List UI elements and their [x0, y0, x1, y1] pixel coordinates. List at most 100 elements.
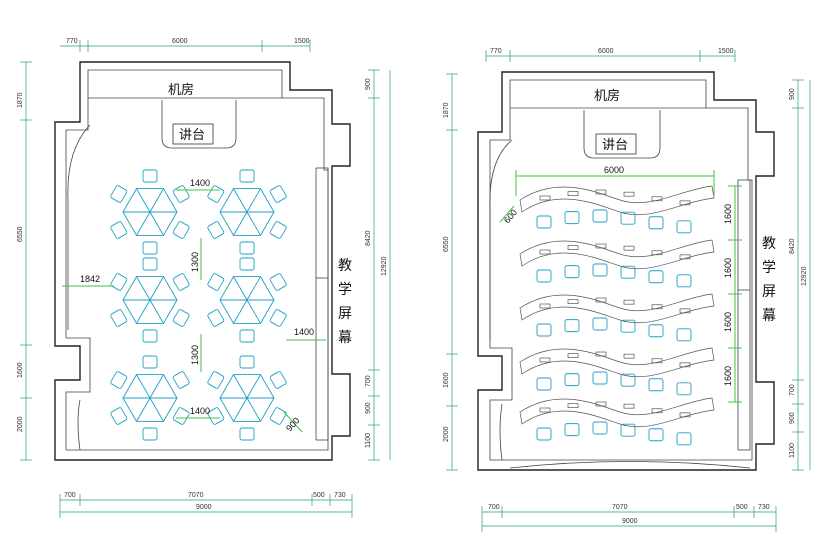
wave-desk-row [519, 239, 715, 288]
wave-desk-row [519, 397, 715, 446]
chair [269, 309, 287, 327]
chair [172, 273, 190, 291]
chair [172, 221, 190, 239]
dim-text: 8420 [789, 238, 796, 254]
dim-text: 12920 [801, 266, 808, 286]
dim-text: 1600 [723, 312, 733, 332]
dim-text: 1300 [190, 252, 200, 272]
wave-desk-row [519, 185, 715, 234]
machine-room-label: 机房 [168, 82, 194, 98]
dim-text: 900 [365, 402, 372, 414]
dim-text: 1500 [718, 48, 734, 55]
chair [620, 319, 636, 333]
dim-text: 500 [313, 492, 325, 499]
chair [620, 265, 636, 279]
chair [564, 211, 580, 225]
wave-desk [519, 347, 715, 378]
dim-text: 9000 [196, 504, 212, 511]
dim-text: 9000 [622, 518, 638, 525]
right-spacing-dimensions: 6000 1600 1600 1600 1600 600 [499, 165, 742, 403]
chair [239, 169, 255, 183]
chair [172, 407, 190, 425]
chair [648, 270, 664, 284]
chair [536, 269, 552, 283]
wave-desk [519, 185, 715, 216]
dim-text: 900 [284, 415, 301, 433]
screen-char: 教 [338, 258, 352, 274]
dim-text: 1870 [17, 92, 24, 108]
chair [142, 355, 158, 369]
dim-text: 2000 [443, 426, 450, 442]
chair [172, 309, 190, 327]
dim-text: 770 [66, 38, 78, 45]
dim-text: 1400 [190, 178, 210, 188]
chair [620, 373, 636, 387]
chair [142, 169, 158, 183]
screen-char: 学 [762, 260, 776, 276]
dim-text: 8420 [365, 230, 372, 246]
chair [239, 257, 255, 271]
chair [172, 185, 190, 203]
dim-text: 770 [490, 48, 502, 55]
dim-text: 1400 [294, 327, 314, 337]
left-room-walls [54, 61, 351, 461]
chair [564, 319, 580, 333]
dim-text: 6000 [604, 165, 624, 175]
dim-text: 900 [789, 412, 796, 424]
dim-text: 600 [502, 207, 519, 225]
chair [648, 324, 664, 338]
dim-text: 500 [736, 504, 748, 511]
wave-desk-row [519, 293, 715, 342]
chair [269, 371, 287, 389]
chair [269, 221, 287, 239]
dim-text: 900 [789, 88, 796, 100]
dim-text: 6550 [443, 236, 450, 252]
right-top-dimension: 770 6000 1500 [485, 48, 736, 62]
chair [207, 221, 225, 239]
screen-char: 学 [338, 282, 352, 298]
dim-text: 7070 [612, 504, 628, 511]
machine-room-label: 机房 [594, 88, 620, 104]
left-bottom-dimension: 700 7070 500 730 9000 [59, 492, 353, 518]
hexagon-table-group [207, 355, 287, 441]
chair [239, 329, 255, 343]
dim-text: 1870 [443, 102, 450, 118]
chair [207, 407, 225, 425]
chair [564, 423, 580, 437]
chair [536, 427, 552, 441]
screen-char: 幕 [338, 330, 352, 346]
chair [592, 421, 608, 435]
chair [142, 329, 158, 343]
chair [676, 432, 692, 446]
teaching-screen-label: 教 学 屏 幕 [762, 236, 776, 324]
chair [676, 220, 692, 234]
dim-text: 700 [365, 375, 372, 387]
chair [239, 355, 255, 369]
dim-text: 1300 [190, 345, 200, 365]
right-left-dimension: 1870 6550 1600 2000 [443, 73, 458, 471]
chair [648, 378, 664, 392]
screen-char: 屏 [762, 284, 776, 300]
chair [269, 273, 287, 291]
chair [207, 371, 225, 389]
chair [142, 257, 158, 271]
right-bottom-dimension: 700 7070 500 730 9000 [481, 504, 777, 532]
chair [110, 371, 128, 389]
chair [676, 274, 692, 288]
left-top-dimension: 770 6000 1500 [60, 38, 311, 52]
hexagon-table-group [110, 169, 190, 255]
chair [648, 216, 664, 230]
dim-text: 730 [758, 504, 770, 511]
dim-text: 1842 [80, 274, 100, 284]
chair [207, 185, 225, 203]
teaching-screen-label: 教 学 屏 幕 [338, 258, 352, 346]
hexagon-table-group [110, 257, 190, 343]
chair [110, 185, 128, 203]
hexagon-table-groups [110, 169, 287, 441]
chair [564, 265, 580, 279]
right-side-dimension: 900 8420 12920 700 900 1100 [365, 69, 391, 461]
chair [536, 215, 552, 229]
right-right-dimension: 900 8420 12920 700 900 1100 [789, 79, 811, 471]
chair [564, 373, 580, 387]
chair [676, 382, 692, 396]
